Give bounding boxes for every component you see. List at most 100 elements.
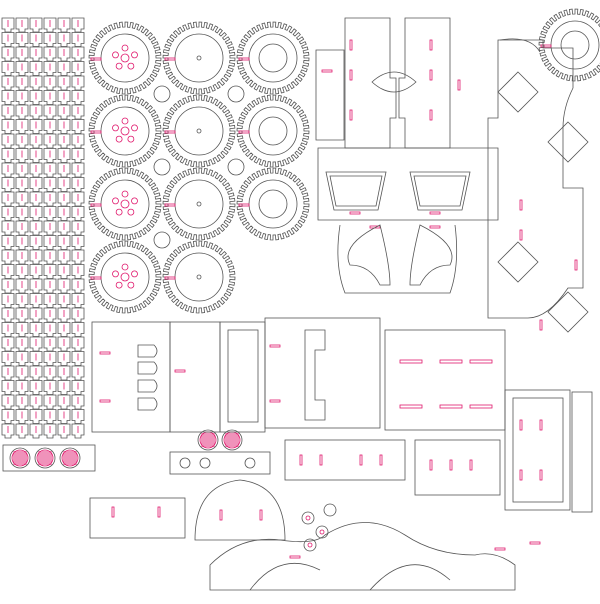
wheel-inner-ring bbox=[248, 179, 298, 229]
track-link bbox=[15, 278, 29, 294]
track-link bbox=[29, 278, 43, 294]
panel-a bbox=[91, 321, 171, 433]
track-link bbox=[15, 351, 29, 366]
track-link bbox=[57, 235, 71, 250]
louver bbox=[137, 344, 158, 358]
wheel-teeth bbox=[236, 167, 310, 241]
hub-bolt bbox=[131, 197, 138, 205]
track-link bbox=[15, 249, 29, 265]
track-link bbox=[1, 206, 15, 221]
track-link bbox=[71, 133, 85, 149]
track-link bbox=[43, 351, 57, 366]
engrave-slot bbox=[469, 459, 473, 471]
hub-bolt bbox=[127, 62, 135, 70]
hub-bolt bbox=[115, 62, 123, 70]
track-link bbox=[15, 336, 29, 352]
toothed-wheel-plain-hub bbox=[162, 240, 236, 314]
track-link bbox=[1, 307, 15, 323]
track-link bbox=[57, 17, 71, 33]
toothed-wheel-hub-pattern bbox=[88, 240, 162, 314]
track-link bbox=[43, 162, 57, 178]
toothed-wheel-hub-pattern bbox=[88, 21, 162, 95]
cab-outline bbox=[317, 147, 499, 221]
hub-bolt bbox=[112, 51, 119, 59]
track-link bbox=[1, 46, 15, 62]
track-link bbox=[1, 133, 15, 149]
diamond-window bbox=[497, 241, 539, 283]
track-link bbox=[15, 191, 29, 207]
track-link bbox=[43, 191, 57, 207]
track-link bbox=[15, 133, 29, 149]
small-cog bbox=[303, 538, 317, 552]
cab-window-left-inner bbox=[329, 175, 383, 207]
wheel-mark bbox=[238, 203, 250, 207]
track-link bbox=[57, 307, 71, 323]
small-cog-center bbox=[307, 542, 313, 548]
track-link bbox=[1, 322, 15, 337]
track-link bbox=[15, 148, 29, 163]
engrave-slot bbox=[379, 454, 383, 466]
cab-window-right-inner bbox=[413, 175, 467, 207]
track-link bbox=[1, 351, 15, 366]
track-link bbox=[43, 90, 57, 105]
small-cog bbox=[315, 525, 329, 539]
disc-outline bbox=[34, 447, 56, 469]
track-link bbox=[15, 293, 29, 308]
track-link bbox=[15, 235, 29, 250]
bumper-plate bbox=[169, 451, 271, 475]
wheel-teeth bbox=[162, 167, 236, 241]
hub-center bbox=[120, 126, 130, 136]
track-link bbox=[43, 423, 57, 439]
wheel-teeth bbox=[88, 240, 162, 314]
track-link bbox=[43, 32, 57, 47]
diamond-window bbox=[547, 291, 589, 333]
spacer-disc bbox=[153, 231, 171, 249]
disc-outline bbox=[221, 429, 243, 451]
track-link bbox=[57, 293, 71, 308]
body-frame-panel-lower bbox=[91, 317, 593, 513]
wheel-inner-ring bbox=[174, 252, 224, 302]
track-link bbox=[15, 104, 29, 120]
wheel-mark bbox=[90, 130, 102, 134]
cab-window-left bbox=[325, 171, 387, 211]
track-link bbox=[57, 423, 71, 439]
track-link bbox=[71, 278, 85, 294]
track-link bbox=[1, 423, 15, 439]
small-cog-center bbox=[319, 529, 325, 535]
track-link bbox=[57, 220, 71, 236]
louver bbox=[137, 397, 158, 411]
panel-c-inner bbox=[227, 329, 259, 423]
track-link bbox=[43, 177, 57, 192]
track-link bbox=[57, 177, 71, 192]
track-link bbox=[43, 307, 57, 323]
track-link bbox=[15, 17, 29, 33]
track-link bbox=[57, 32, 71, 47]
track-link bbox=[43, 293, 57, 308]
wheel-inner-ring bbox=[174, 179, 224, 229]
engrave-bar bbox=[469, 359, 493, 364]
track-link bbox=[71, 394, 85, 410]
track-link bbox=[43, 46, 57, 62]
track-link bbox=[29, 90, 43, 105]
track-link bbox=[1, 61, 15, 76]
track-link bbox=[1, 365, 15, 381]
track-link bbox=[29, 177, 43, 192]
track-link bbox=[1, 75, 15, 91]
wheel-inner-ring bbox=[174, 106, 224, 156]
wheel-open-ring bbox=[560, 30, 590, 60]
axle-plate-2 bbox=[414, 439, 501, 496]
track-link bbox=[15, 206, 29, 221]
spacer-discs bbox=[153, 85, 245, 249]
engrave-slot bbox=[574, 259, 578, 271]
track-link bbox=[43, 235, 57, 250]
engrave-slot bbox=[457, 79, 461, 91]
bumper-light bbox=[244, 457, 256, 469]
panel-d bbox=[264, 317, 381, 429]
track-link bbox=[43, 133, 57, 149]
hub-bolt bbox=[112, 197, 119, 205]
spacer-disc bbox=[227, 85, 245, 103]
engrave-slot bbox=[539, 469, 543, 481]
track-link bbox=[71, 409, 85, 424]
track-link bbox=[15, 220, 29, 236]
hub-center bbox=[120, 272, 130, 282]
